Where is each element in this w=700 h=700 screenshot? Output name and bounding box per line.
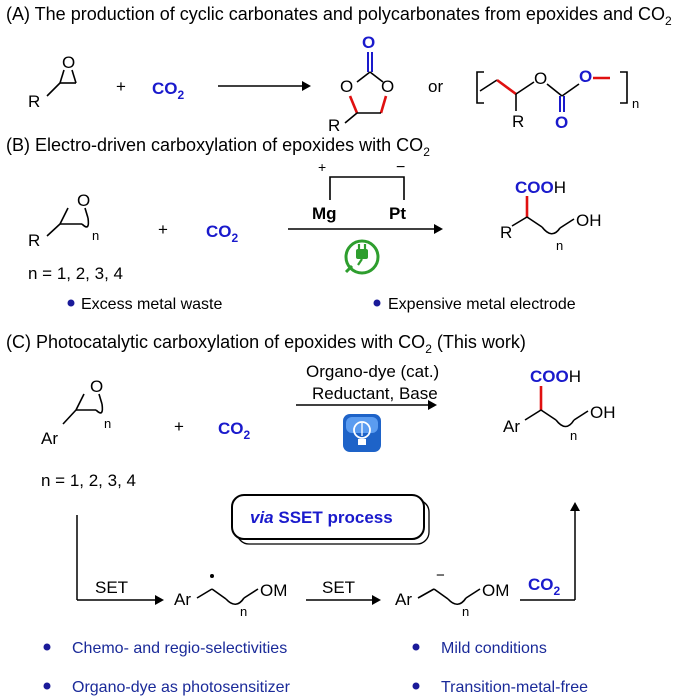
arrowhead-a	[302, 81, 311, 91]
bullet-dot	[373, 299, 381, 307]
plug-icon	[344, 239, 380, 275]
cyclic-carbonate: O O O R	[328, 33, 394, 135]
anion-charge: −	[436, 567, 445, 584]
product-r-label: R	[328, 116, 340, 135]
co2-step-label: CO2	[528, 575, 561, 598]
arrowhead-c	[428, 400, 437, 410]
radical-dot	[210, 574, 214, 578]
n-values-b: n = 1, 2, 3, 4	[28, 264, 123, 283]
anode-plus-sign: +	[318, 159, 326, 175]
epoxide-o-label: O	[62, 53, 75, 72]
section-b-title: (B) Electro-driven carboxylation of epox…	[6, 135, 430, 159]
plus-sign-b: +	[158, 220, 168, 239]
ring-o2-label: O	[381, 77, 394, 96]
poly-carbonyl-o: O	[555, 113, 568, 132]
anion-n-sub: n	[462, 604, 469, 619]
drawback-2: Expensive metal electrode	[388, 296, 576, 313]
cathode-minus-sign: −	[396, 159, 405, 176]
co2-label-b: CO2	[206, 222, 239, 245]
product-oh-label-b: OH	[576, 211, 602, 230]
bullet-dot	[43, 643, 51, 651]
bullet-dot	[43, 682, 51, 690]
r-label: R	[28, 92, 40, 111]
bullet-dot	[67, 299, 75, 307]
radical-om-label: OM	[260, 581, 287, 600]
co2-label-c: CO2	[218, 419, 251, 442]
epoxide-o-label-b: O	[77, 191, 90, 210]
set-label-2: SET	[322, 578, 355, 597]
feature-4: Transition-metal-free	[441, 679, 588, 696]
sset-label: via SSET process	[250, 508, 393, 527]
product-oh-label-c: OH	[590, 403, 616, 422]
bullet-dot	[412, 682, 420, 690]
poly-o1-label: O	[534, 69, 547, 88]
feature-2: Mild conditions	[441, 640, 547, 657]
plus-sign: +	[116, 77, 126, 96]
drawback-1: Excess metal waste	[81, 296, 222, 313]
anode-label: Mg	[312, 204, 337, 223]
arrowhead-set-2	[372, 595, 381, 605]
n-sub-c: n	[104, 416, 111, 431]
product-n-sub-c: n	[570, 428, 577, 443]
product-c: COOH Ar OH n	[503, 367, 616, 443]
section-c-title: (C) Photocatalytic carboxylation of epox…	[6, 332, 526, 356]
n-values-c: n = 1, 2, 3, 4	[41, 471, 136, 490]
radical-intermediate: Ar OM n	[174, 574, 287, 619]
anion-ar-label: Ar	[395, 590, 412, 609]
condition-2: Reductant, Base	[312, 384, 438, 403]
section-a-title: (A) The production of cyclic carbonates …	[6, 4, 672, 28]
feature-1: Chemo- and regio-selectivities	[72, 640, 287, 657]
anion-om-label: OM	[482, 581, 509, 600]
n-sub-b: n	[92, 228, 99, 243]
arrowhead-co2-up	[570, 502, 580, 511]
anion-intermediate: Ar − OM n	[395, 567, 509, 619]
product-ar-label-c: Ar	[503, 417, 520, 436]
co2-label: CO2	[152, 79, 185, 102]
cooh-label-b: COOH	[515, 178, 566, 197]
epoxide-c: Ar O n	[41, 377, 111, 448]
sset-process-box: via SSET process	[231, 494, 430, 545]
product-r-label-b: R	[500, 223, 512, 242]
poly-o2-label: O	[579, 67, 592, 86]
electrode-cell: + − Mg Pt	[312, 159, 406, 223]
epoxide-b: R O n	[28, 191, 99, 250]
radical-n-sub: n	[240, 604, 247, 619]
feature-list: Chemo- and regio-selectivities Mild cond…	[43, 640, 588, 696]
radical-ar-label: Ar	[174, 590, 191, 609]
r-label-b: R	[28, 231, 40, 250]
ring-o1-label: O	[340, 77, 353, 96]
poly-n-label: n	[632, 96, 639, 111]
feature-3: Organo-dye as photosensitizer	[72, 679, 291, 696]
epoxide-o-label-c: O	[90, 377, 103, 396]
ar-label-c: Ar	[41, 429, 58, 448]
light-bulb-icon	[343, 414, 381, 452]
set-label-1: SET	[95, 578, 128, 597]
epoxide-a: R O	[28, 53, 77, 111]
or-label: or	[428, 77, 443, 96]
carbonyl-o-label: O	[362, 33, 375, 52]
product-b: COOH R OH n	[500, 178, 602, 253]
cooh-label-c: COOH	[530, 367, 581, 386]
cathode-label: Pt	[389, 204, 406, 223]
bullet-dot	[412, 643, 420, 651]
arrowhead-b	[434, 224, 443, 234]
poly-r-label: R	[512, 112, 524, 131]
arrowhead-set-1	[155, 595, 164, 605]
polycarbonate: R O O O n	[476, 67, 639, 132]
plus-sign-c: +	[174, 417, 184, 436]
product-n-sub-b: n	[556, 238, 563, 253]
condition-1: Organo-dye (cat.)	[306, 362, 439, 381]
